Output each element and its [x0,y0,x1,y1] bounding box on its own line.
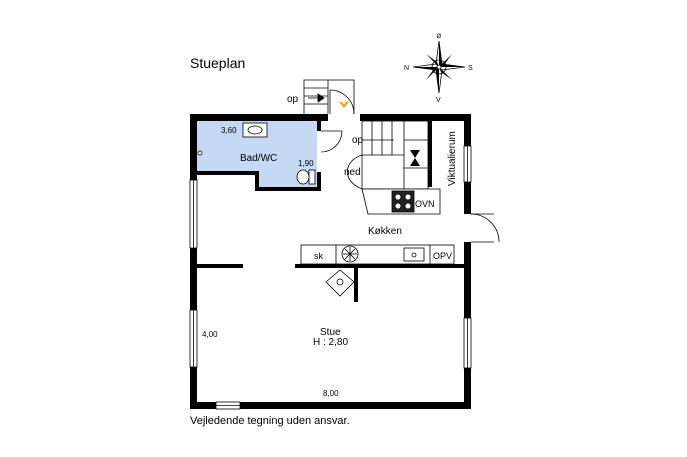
entrance-door [329,89,355,115]
kitchen-door [470,213,500,243]
entrance-stairs [303,79,355,114]
compass-label-o: Ø [437,34,442,40]
interior-walls [197,121,464,302]
pantry-name: Viktualierum [447,131,458,186]
stair-arrow-icon [410,150,420,166]
living-name: Stue [320,327,341,338]
floor-plan-title: Stueplan [190,55,246,71]
kitchen-counter-lower [300,244,455,265]
bathroom-door [320,130,343,153]
disclaimer: Vejledende tegning uden ansvar. [190,415,350,427]
living-height: H : 2,80 [313,337,348,348]
kitchen-counter-upper [361,188,441,215]
kitchen-name: Køkken [368,226,402,237]
compass-label-n: N [404,65,409,72]
sink-label: sk [314,251,324,261]
entrance-arrow-icon [339,102,349,108]
dishwasher-label: OPV [433,251,452,261]
compass-label-v: V [436,97,441,104]
compass-label-s: S [468,65,473,72]
stair-down-inside-label: ned [344,167,361,178]
compass-rose: Ø V N S [404,34,473,104]
windows [189,145,472,410]
living-depth: 4,00 [202,330,218,339]
bath-name: Bad/WC [240,153,277,164]
living-width: 8,00 [323,389,339,398]
stair-up-outside-label: op [287,94,299,105]
oven-label: OVN [415,199,435,209]
corner-unit [325,269,355,297]
bath-dim-a: 3,60 [221,126,237,135]
bath-dim-b: 1,90 [298,159,314,168]
bath-fixtures [197,122,316,185]
stair-up-inside-label: op [352,135,364,146]
